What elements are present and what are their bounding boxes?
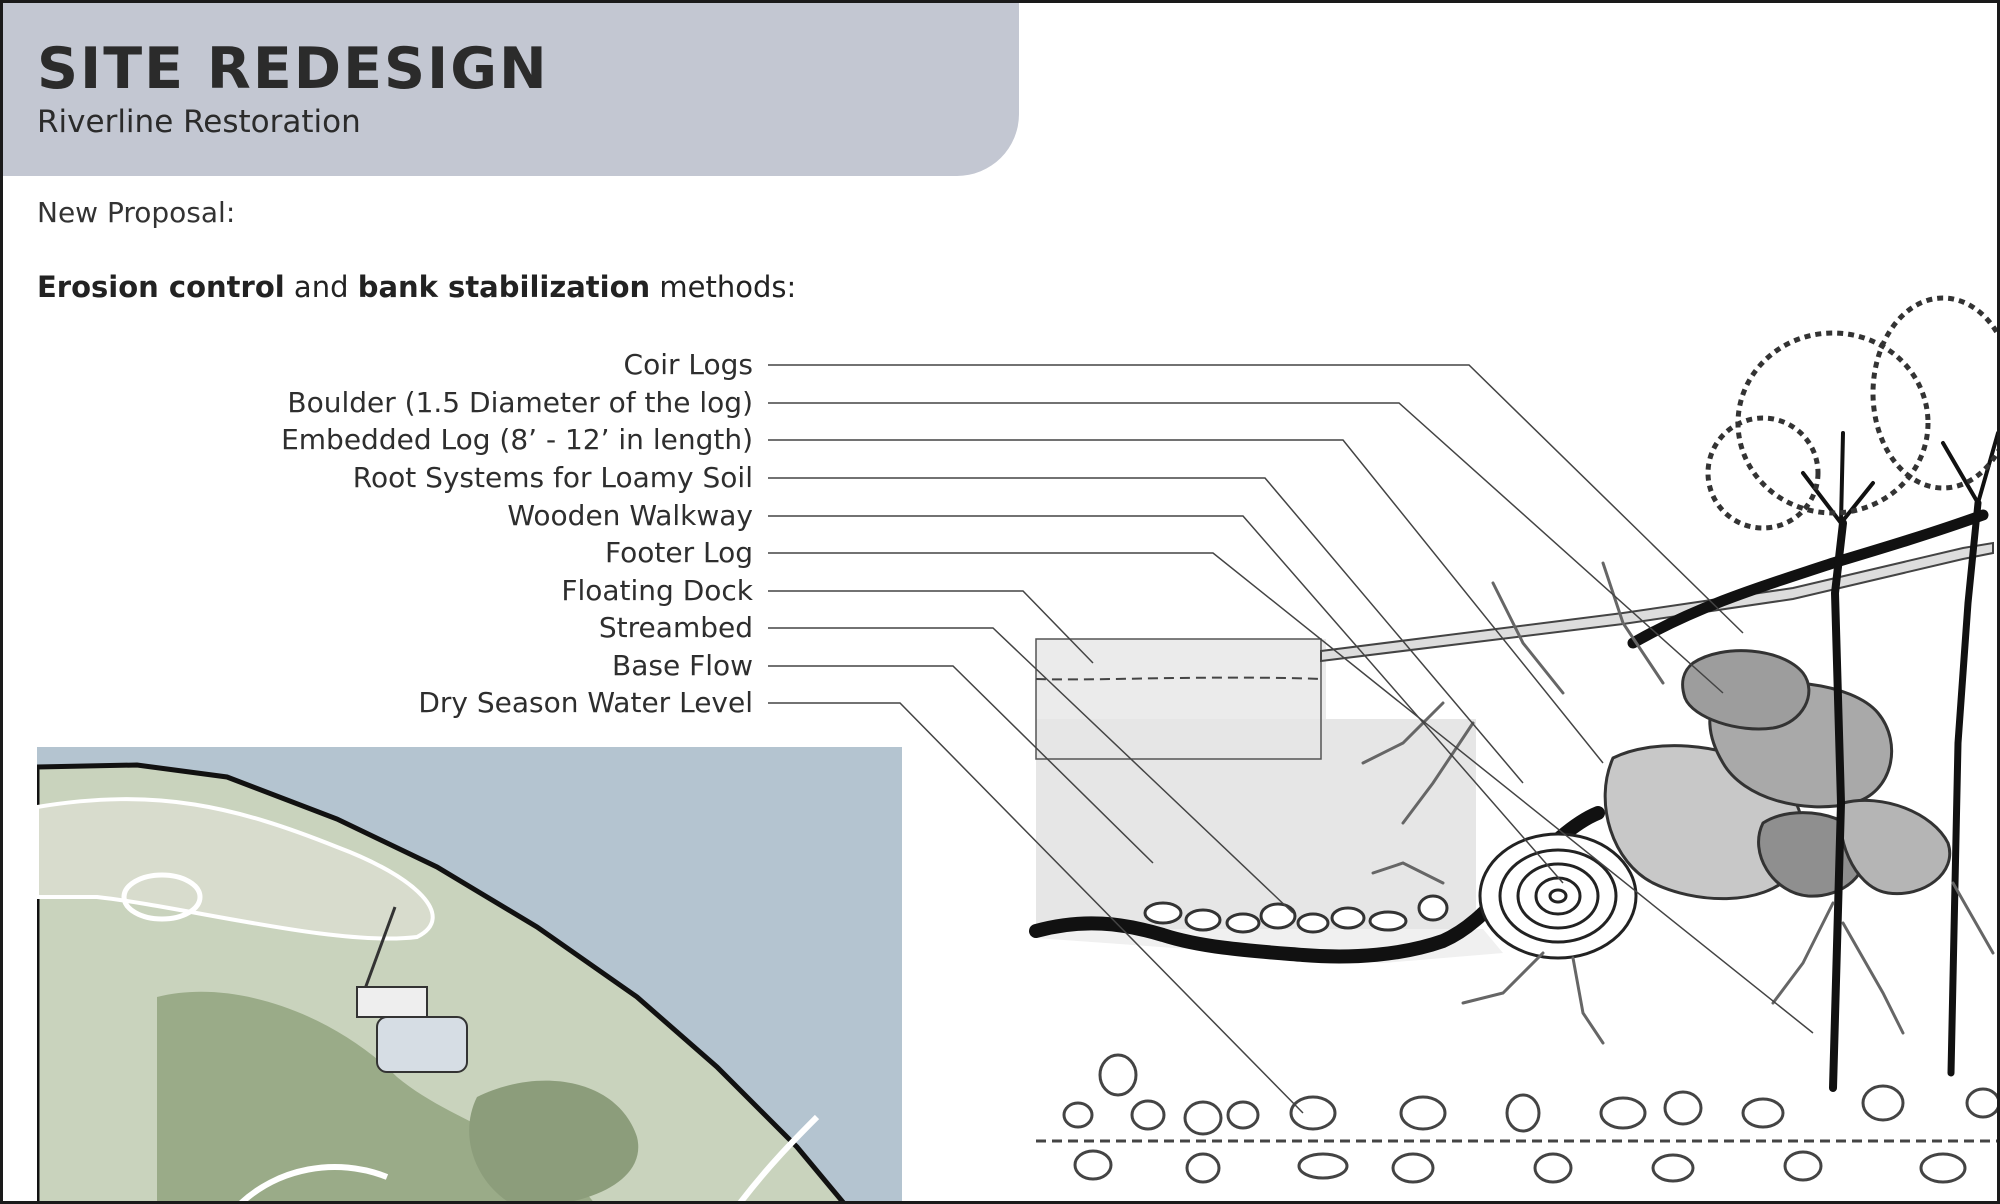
leader-lines bbox=[768, 364, 1814, 1114]
site-road bbox=[737, 1114, 820, 1201]
label-wooden-walkway: Wooden Walkway bbox=[507, 499, 753, 532]
page-title: SITE REDESIGN bbox=[37, 36, 549, 102]
label-root-systems: Root Systems for Loamy Soil bbox=[352, 461, 753, 494]
label-coir-logs: Coir Logs bbox=[623, 348, 753, 381]
root-systems bbox=[1361, 561, 1995, 1045]
label-base-flow: Base Flow bbox=[612, 649, 753, 682]
methods-bold-bank: bank stabilization bbox=[357, 270, 651, 304]
streambed-cobbles bbox=[1143, 894, 1449, 934]
site-forest-patch bbox=[469, 1080, 639, 1201]
methods-suffix: methods: bbox=[650, 270, 797, 304]
site-path-loop bbox=[37, 797, 435, 941]
label-dry-season-water-level: Dry Season Water Level bbox=[418, 686, 753, 719]
methods-heading: Erosion control and bank stabilization m… bbox=[37, 273, 796, 302]
proposal-heading: New Proposal: bbox=[37, 196, 236, 229]
methods-and: and bbox=[284, 270, 358, 304]
label-streambed: Streambed bbox=[598, 611, 753, 644]
tree-canopy bbox=[1705, 295, 1997, 531]
footer-log bbox=[1478, 832, 1638, 960]
methods-bold-erosion: Erosion control bbox=[37, 270, 285, 304]
page-subtitle: Riverline Restoration bbox=[37, 104, 361, 140]
label-boulder: Boulder (1.5 Diameter of the log) bbox=[287, 386, 753, 419]
label-floating-dock: Floating Dock bbox=[561, 574, 753, 607]
floating-dock-outline bbox=[1035, 638, 1322, 760]
boulder-cluster bbox=[1603, 649, 1952, 901]
site-roundabout bbox=[121, 872, 203, 922]
header-banner: SITE REDESIGN Riverline Restoration bbox=[3, 3, 1019, 176]
site-road-lower bbox=[239, 1164, 389, 1201]
label-embedded-log: Embedded Log (8’ - 12’ in length) bbox=[281, 423, 753, 456]
site-pier bbox=[356, 906, 468, 1073]
label-footer-log: Footer Log bbox=[605, 536, 753, 569]
riverbank-section-sketch bbox=[768, 295, 1997, 1184]
ground-cobbles bbox=[1062, 1053, 1997, 1184]
wooden-walkway bbox=[1320, 509, 1994, 663]
site-plan-map bbox=[37, 747, 902, 1201]
